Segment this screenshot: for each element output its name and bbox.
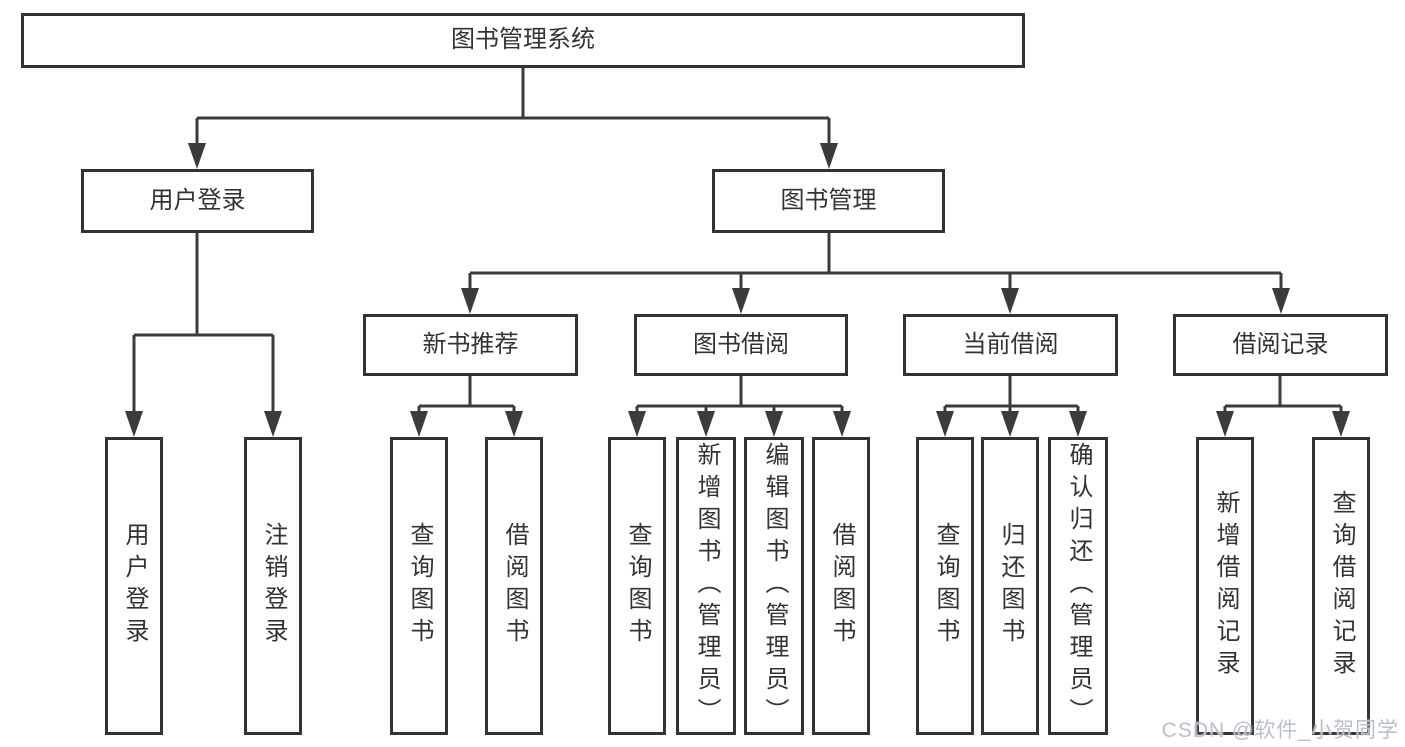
leaf-add-borrow-record: 新增借阅记录 <box>1196 437 1254 735</box>
leaf-label: 借阅图书 <box>501 522 528 650</box>
leaf-label: 用户登录 <box>121 522 148 650</box>
leaf-label: 确认归还（管理员） <box>1065 442 1092 730</box>
leaf-label: 归还图书 <box>997 522 1024 650</box>
leaf-query-borrow-record: 查询借阅记录 <box>1312 437 1370 735</box>
leaf-query-books-current: 查询图书 <box>916 437 974 735</box>
leaf-confirm-return-admin: 确认归还（管理员） <box>1048 437 1108 735</box>
node-user-login: 用户登录 <box>81 169 314 233</box>
leaf-label: 编辑图书（管理员） <box>761 442 788 730</box>
node-borrowing-records: 借阅记录 <box>1173 314 1388 376</box>
leaf-logout: 注销登录 <box>244 437 302 735</box>
leaf-label: 查询借阅记录 <box>1328 490 1355 682</box>
leaf-label: 新增借阅记录 <box>1212 490 1239 682</box>
leaf-edit-book-admin: 编辑图书（管理员） <box>744 437 804 735</box>
node-library-management-system: 图书管理系统 <box>21 13 1025 68</box>
leaf-label: 注销登录 <box>260 522 287 650</box>
leaf-label: 查询图书 <box>624 522 651 650</box>
leaf-label: 查询图书 <box>932 522 959 650</box>
leaf-borrow-books-borrowing: 借阅图书 <box>812 437 870 735</box>
node-book-borrowing: 图书借阅 <box>634 314 848 376</box>
leaf-user-login: 用户登录 <box>105 437 163 735</box>
leaf-borrow-books-recommend: 借阅图书 <box>485 437 543 735</box>
node-new-book-recommendation: 新书推荐 <box>363 314 578 376</box>
leaf-return-book: 归还图书 <box>981 437 1039 735</box>
leaf-label: 查询图书 <box>406 522 433 650</box>
leaf-query-books-recommend: 查询图书 <box>390 437 448 735</box>
node-book-management: 图书管理 <box>712 169 945 233</box>
leaf-label: 借阅图书 <box>828 522 855 650</box>
leaf-add-book-admin: 新增图书（管理员） <box>676 437 736 735</box>
leaf-query-books-borrowing: 查询图书 <box>608 437 666 735</box>
leaf-label: 新增图书（管理员） <box>693 442 720 730</box>
node-current-borrowing: 当前借阅 <box>903 314 1118 376</box>
